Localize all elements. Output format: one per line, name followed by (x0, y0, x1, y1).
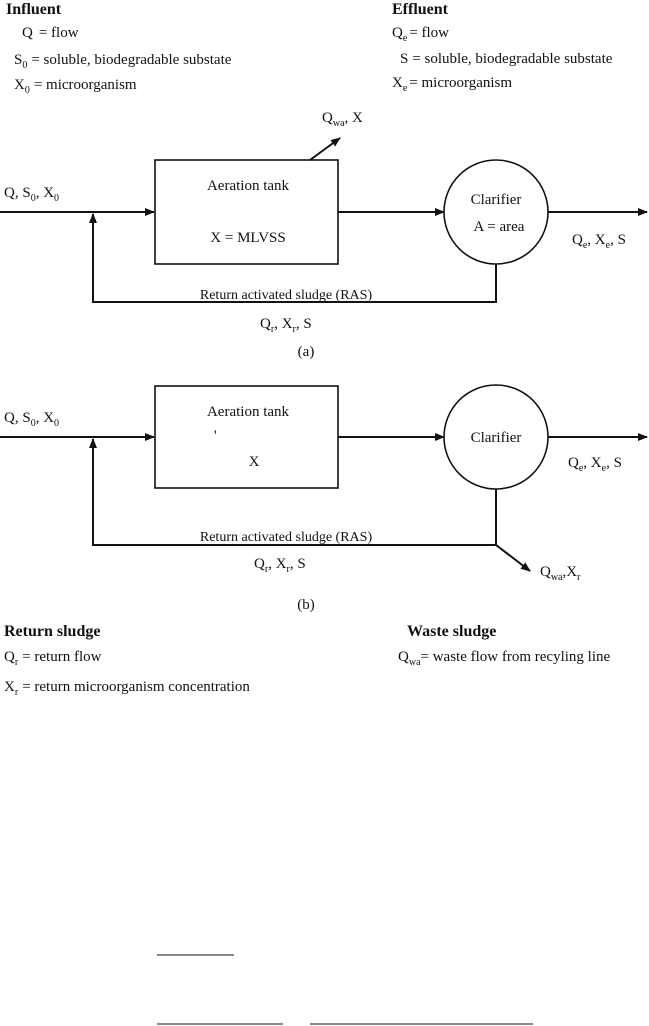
aeration-tank-title-a: Aeration tank (207, 178, 290, 194)
waste-arrow-b (495, 544, 531, 572)
ras-label-b: Return activated sludge (RAS) (200, 530, 373, 545)
influent-legend: Influent Q= flow S0= soluble, biodegrada… (6, 1, 232, 96)
ras-label-a: Return activated sludge (RAS) (200, 288, 373, 303)
effluent-q-line: Qe= flow (392, 25, 449, 44)
effluent-s-line: S= soluble, biodegradable substate (400, 51, 613, 67)
inflow-label-a: Q, S0, X0 (4, 185, 59, 204)
aeration-tank-title-b: Aeration tank (207, 404, 290, 420)
waste-sludge-heading: Waste sludge (407, 623, 496, 640)
effluent-label-b: Qe, Xe, S (568, 455, 622, 474)
waste-sludge-q-line: Qwa= waste flow from recyling line (398, 649, 611, 668)
clarifier-area-a: A = area (474, 219, 525, 235)
effluent-label-a: Qe, Xe, S (572, 232, 626, 251)
return-sludge-legend: Return sludge Qr= return flow Xr= return… (4, 623, 250, 698)
influent-heading: Influent (6, 1, 62, 18)
caption-b: (b) (297, 597, 315, 613)
influent-x-line: X0= microorganism (14, 77, 137, 96)
aeration-tank-var-a: X = MLVSS (210, 230, 285, 246)
waste-sludge-legend: Waste sludge Qwa= waste flow from recyli… (398, 623, 611, 668)
clarifier-title-a: Clarifier (471, 192, 522, 208)
return-sludge-x-line: Xr= return microorganism concentration (4, 679, 250, 698)
return-sludge-heading: Return sludge (4, 623, 100, 640)
ras-line-b (89, 438, 497, 546)
caption-a: (a) (298, 344, 315, 360)
ras-vars-b: Qr, Xr, S (254, 556, 306, 575)
waste-label-b: Qwa,Xr (540, 564, 581, 583)
aeration-tank-b (154, 385, 339, 489)
clarifier-a (443, 159, 549, 265)
waste-arrow-a (309, 137, 341, 161)
effluent-heading: Effluent (392, 1, 449, 18)
return-sludge-q-line: Qr= return flow (4, 649, 102, 668)
inflow-label-b: Q, S0, X0 (4, 410, 59, 429)
effluent-legend: Effluent Qe= flow S= soluble, biodegrada… (392, 1, 613, 94)
diagram-a: Q, S0, X0 Aeration tank X = MLVSS Qwa, X… (0, 110, 648, 360)
aeration-tank-a (154, 159, 339, 265)
influent-s-line: S0= soluble, biodegradable substate (14, 52, 232, 71)
aeration-tank-dot-b: ' (214, 428, 217, 444)
waste-label-a: Qwa, X (322, 110, 363, 129)
aeration-tank-var-b: X (249, 454, 260, 470)
ras-vars-a: Qr, Xr, S (260, 316, 312, 335)
ras-line-a (89, 213, 497, 303)
clarifier-title-b: Clarifier (471, 430, 522, 446)
influent-q-line: Q= flow (22, 25, 79, 41)
diagram-b: Q, S0, X0 Aeration tank ' X Clarifier Qe… (0, 384, 648, 613)
effluent-x-line: Xe= microorganism (392, 75, 512, 94)
